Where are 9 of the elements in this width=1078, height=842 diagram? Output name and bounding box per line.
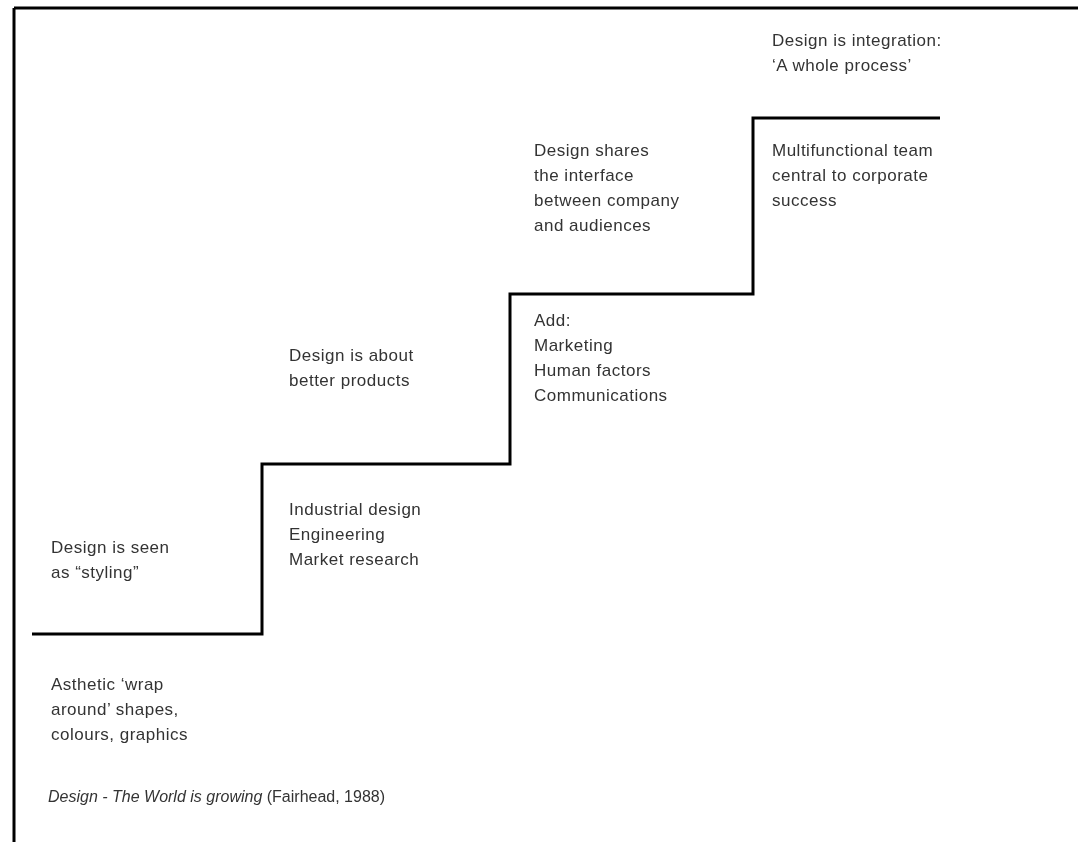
caption: Design - The World is growing (Fairhead, 1988) [48, 788, 386, 806]
step-label: Multifunctional team central to corporate success [772, 140, 934, 212]
step-label: Design is about better products [289, 345, 414, 392]
step-label: Industrial design Engineering Market research [289, 499, 422, 571]
step-label: Add: Marketing Human factors Communications [534, 310, 668, 407]
step-label: Design shares the interface between company and audiences [534, 140, 680, 237]
step-label: Asthetic ‘wrap around’ shapes, colours, graphics [51, 674, 188, 746]
step-label: Design is integration: ‘A whole process’ [772, 30, 942, 77]
step-label: Design is seen as “styling” [51, 537, 170, 584]
